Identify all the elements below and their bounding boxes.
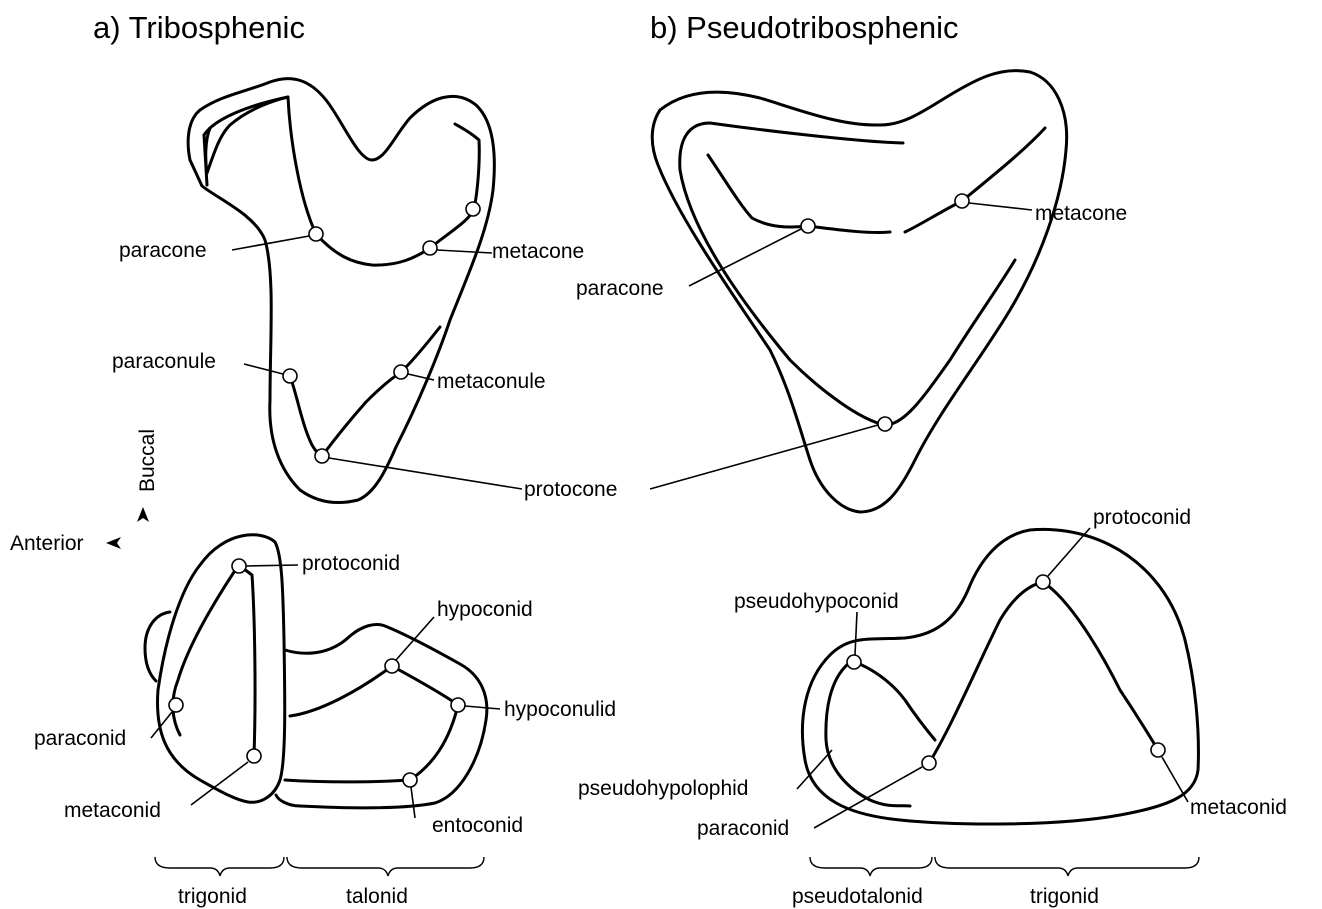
tribosphenic-upper-inner-ridge	[206, 97, 480, 265]
label-anterior: Anterior	[10, 532, 84, 555]
hypoconid-cusp-a	[385, 659, 399, 673]
protoconid-crests-b	[929, 582, 1158, 763]
leader-line	[244, 364, 283, 374]
tribosphenic-lower-molar	[145, 535, 487, 808]
label-entoconid-a: entoconid	[432, 814, 523, 837]
label-trigonid-b: trigonid	[1030, 885, 1099, 908]
leader-line	[465, 706, 500, 709]
tribosphenic-upper-molar	[188, 79, 494, 503]
hypoconulid-cusp-a	[451, 698, 465, 712]
leader-line	[650, 425, 878, 489]
protoconid-metaconid-crest-a	[240, 566, 255, 755]
orientation-indicator: Buccal Anterior	[10, 429, 159, 555]
leader-line	[1162, 757, 1188, 802]
protoconid-cusp-a	[232, 559, 246, 573]
title-pseudotribosphenic: b) Pseudotribosphenic	[650, 10, 958, 45]
buccal-arrow-icon	[137, 507, 149, 522]
label-paraconid-b: paraconid	[697, 817, 789, 840]
label-metaconid-b: metaconid	[1190, 796, 1287, 819]
label-protocone-shared: protocone	[524, 478, 617, 501]
leader-line	[855, 612, 857, 655]
protocone-cusp-b	[878, 417, 892, 431]
protoconid-cusp-b	[1036, 575, 1050, 589]
pseudohypoconid-crest	[855, 662, 935, 740]
metacone-cusp-b	[955, 194, 969, 208]
label-pseudohypolophid-b: pseudohypolophid	[578, 777, 748, 800]
leader-line	[329, 458, 522, 489]
label-talonid-a: talonid	[346, 885, 408, 908]
brace-pseudotalonid-b	[810, 857, 932, 876]
brace-talonid-a	[287, 857, 484, 876]
title-tribosphenic: a) Tribosphenic	[93, 10, 305, 45]
label-paracone-a: paracone	[119, 239, 207, 262]
leader-line	[437, 250, 492, 253]
label-pseudotalonid-b: pseudotalonid	[792, 885, 923, 908]
tribosphenic-upper-outline	[188, 79, 494, 503]
paracone-cusp-b	[801, 219, 815, 233]
metacone-cusp-a	[423, 241, 437, 255]
metaconule-cusp-a	[394, 365, 408, 379]
tribosphenic-upper-outer-line	[204, 97, 288, 185]
pseudo-lower-outline	[802, 529, 1198, 824]
pseudo-inner-outline	[826, 664, 910, 806]
label-protoconid-a: protoconid	[302, 552, 400, 575]
trigonid-inner-a	[173, 566, 238, 735]
label-metaconid-a: metaconid	[64, 799, 161, 822]
leader-line	[1048, 528, 1090, 576]
leader-line	[246, 565, 298, 566]
leader-line	[411, 787, 415, 818]
label-hypoconid-a: hypoconid	[437, 598, 533, 621]
stylar-cusp-a	[466, 202, 480, 216]
label-paraconule-a: paraconule	[112, 350, 216, 373]
leader-line	[396, 617, 434, 660]
label-metacone-a: metacone	[492, 240, 584, 263]
pseudo-paracone-crest	[708, 155, 890, 233]
pseudo-upper-outline	[652, 71, 1066, 512]
entoconid-cusp-a	[403, 773, 417, 787]
anterior-arrow-icon	[106, 537, 121, 549]
label-hypoconulid-a: hypoconulid	[504, 698, 616, 721]
label-paracone-b: paracone	[576, 277, 664, 300]
paraconule-cusp-a	[283, 369, 297, 383]
brace-trigonid-a	[155, 857, 284, 876]
leader-line	[969, 203, 1032, 210]
label-metaconule-a: metaconule	[437, 370, 546, 393]
paracone-cusp-a	[309, 227, 323, 241]
pseudohypoconid-cusp-b	[847, 655, 861, 669]
metaconid-cusp-b	[1151, 743, 1165, 757]
brace-trigonid-b	[935, 857, 1199, 876]
pseudotribosphenic-lower-molar	[802, 529, 1198, 824]
tribosphenic-protocone-crests	[290, 327, 440, 456]
label-paraconid-a: paraconid	[34, 727, 126, 750]
leader-line	[232, 236, 309, 250]
pseudo-metacone-crest	[905, 128, 1045, 232]
paraconid-cusp-a	[169, 698, 183, 712]
trigonid-outline-a	[157, 535, 284, 803]
protocone-cusp-a	[315, 449, 329, 463]
metaconid-cusp-a	[247, 749, 261, 763]
label-metacone-b: metacone	[1035, 202, 1127, 225]
talonid-cristid-a	[285, 666, 458, 782]
label-protoconid-b: protoconid	[1093, 506, 1191, 529]
paraconid-cusp-b	[922, 756, 936, 770]
label-buccal: Buccal	[136, 429, 159, 492]
label-pseudohypoconid-b: pseudohypoconid	[734, 590, 899, 613]
pseudotribosphenic-upper-molar	[652, 71, 1066, 512]
label-trigonid-a: trigonid	[178, 885, 247, 908]
